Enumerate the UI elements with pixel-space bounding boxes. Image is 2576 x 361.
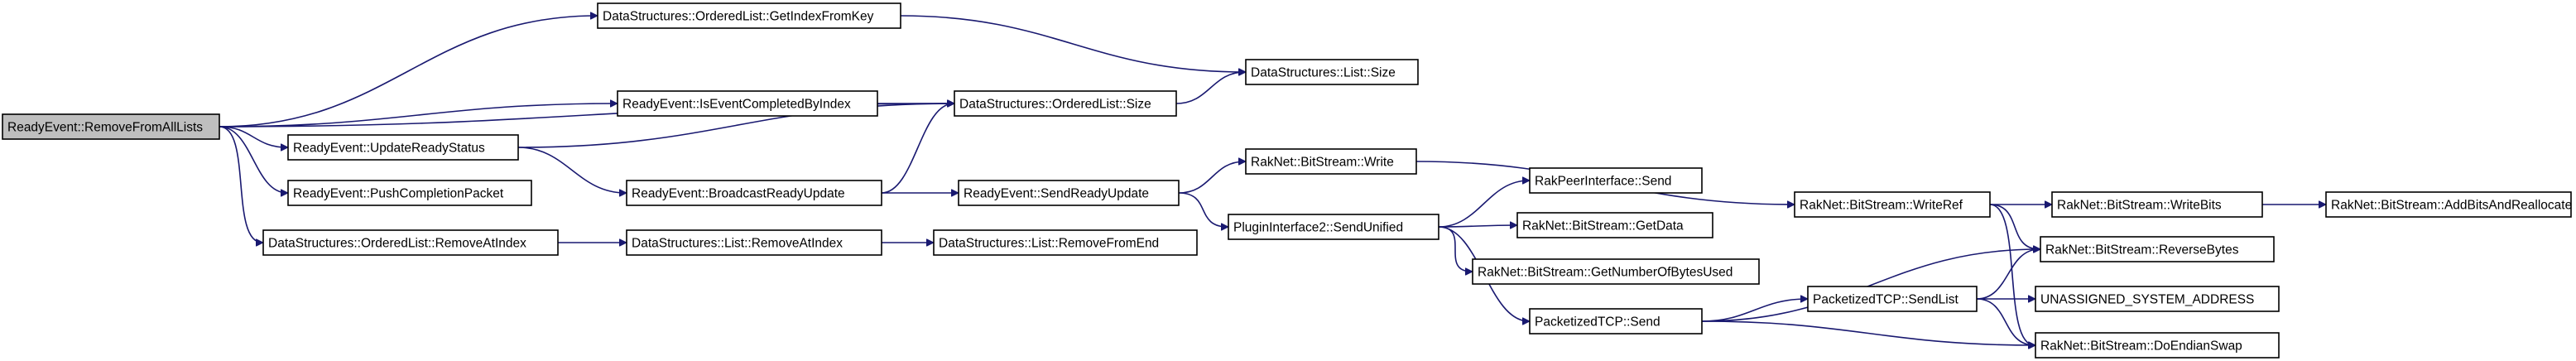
edge-root-to-getIndexFromKey: [219, 16, 597, 128]
node-box: [262, 229, 559, 256]
edge-broadcastReady-to-orderedSize: [881, 103, 954, 194]
node-box: [2035, 332, 2280, 359]
node-raknet-bitstream-writeref[interactable]: RakNet::BitStream::WriteRef: [1794, 191, 1991, 218]
node-packetizedtcp-sendlist[interactable]: PacketizedTCP::SendList: [1807, 286, 1978, 312]
node-unassigned-system-address[interactable]: UNASSIGNED_SYSTEM_ADDRESS: [2035, 286, 2280, 312]
node-label: ReadyEvent::BroadcastReadyUpdate: [632, 187, 845, 201]
node-raknet-bitstream-reversebytes[interactable]: RakNet::BitStream::ReverseBytes: [2040, 236, 2275, 262]
node-datastructures-list-removefromend[interactable]: DataStructures::List::RemoveFromEnd: [933, 229, 1198, 256]
node-box: [1794, 191, 1991, 218]
edge-updateReady-to-orderedSize: [517, 103, 954, 148]
node-raknet-bitstream-write[interactable]: RakNet::BitStream::Write: [1245, 148, 1417, 175]
node-readyevent-sendreadyupdate[interactable]: ReadyEvent::SendReadyUpdate: [958, 180, 1180, 206]
node-label: DataStructures::OrderedList::GetIndexFro…: [603, 10, 874, 24]
edge-ptcpSend-to-reverseBytes: [1701, 249, 2040, 322]
node-box: [1807, 286, 1978, 312]
node-raknet-bitstream-getdata[interactable]: RakNet::BitStream::GetData: [1516, 212, 1713, 238]
node-datastructures-orderedlist-size[interactable]: DataStructures::OrderedList::Size: [954, 90, 1177, 117]
node-box: [2, 113, 220, 140]
node-label: DataStructures::List::RemoveAtIndex: [632, 237, 843, 251]
node-label: RakNet::BitStream::AddBitsAndReallocate: [2331, 199, 2572, 213]
node-box: [287, 180, 532, 206]
node-label: PacketizedTCP::SendList: [1813, 293, 1958, 307]
edge-root-to-updateReady: [219, 126, 287, 147]
node-raknet-bitstream-getnumberofbytesused[interactable]: RakNet::BitStream::GetNumberOfBytesUsed: [1472, 258, 1760, 285]
node-readyevent-iseventcompletedbyindex[interactable]: ReadyEvent::IsEventCompletedByIndex: [617, 90, 878, 117]
node-label: RakNet::BitStream::DoEndianSwap: [2040, 339, 2242, 354]
node-datastructures-list-removeatindex[interactable]: DataStructures::List::RemoveAtIndex: [626, 229, 882, 256]
node-label: PacketizedTCP::Send: [1535, 315, 1660, 330]
edge-sendUnified-to-getData: [1438, 225, 1516, 227]
edge-ptcpSend-to-doEndian: [1701, 320, 2035, 345]
node-box: [597, 2, 901, 29]
edge-root-to-removeAtIndexOL: [219, 126, 262, 243]
node-raknet-bitstream-writebits[interactable]: RakNet::BitStream::WriteBits: [2051, 191, 2263, 218]
node-box: [287, 134, 519, 161]
node-plugininterface2-sendunified[interactable]: PluginInterface2::SendUnified: [1228, 214, 1439, 240]
node-box: [933, 229, 1198, 256]
node-datastructures-orderedlist-getindexfromkey[interactable]: DataStructures::OrderedList::GetIndexFro…: [597, 2, 901, 29]
node-label: ReadyEvent::PushCompletionPacket: [293, 187, 504, 201]
edge-writeRef-to-doEndian: [1989, 204, 2035, 345]
node-readyevent-broadcastreadyupdate[interactable]: ReadyEvent::BroadcastReadyUpdate: [626, 180, 882, 206]
edge-getIndexFromKey-to-listSize: [900, 15, 1245, 72]
node-box: [1245, 148, 1417, 175]
edge-orderedSize-to-listSize: [1175, 72, 1245, 104]
node-readyevent-updatereadystatus[interactable]: ReadyEvent::UpdateReadyStatus: [287, 134, 519, 161]
node-box: [2051, 191, 2263, 218]
node-datastructures-list-size[interactable]: DataStructures::List::Size: [1245, 59, 1419, 85]
edge-sendList-to-reverseBytes: [1976, 249, 2040, 300]
node-box: [2035, 286, 2280, 312]
edge-root-to-isEventCompleted: [219, 103, 617, 128]
node-box: [626, 180, 882, 206]
node-raknet-bitstream-addbitsandreallocate[interactable]: RakNet::BitStream::AddBitsAndReallocate: [2325, 191, 2572, 218]
node-box: [2040, 236, 2275, 262]
node-readyevent-pushcompletionpacket[interactable]: ReadyEvent::PushCompletionPacket: [287, 180, 532, 206]
edge-updateReady-to-broadcastReady: [517, 147, 626, 193]
node-label: RakNet::BitStream::ReverseBytes: [2045, 243, 2239, 258]
node-raknet-bitstream-doendianswap[interactable]: RakNet::BitStream::DoEndianSwap: [2035, 332, 2280, 359]
node-label: DataStructures::List::Size: [1251, 66, 1396, 80]
node-label: RakNet::BitStream::GetData: [1522, 219, 1684, 233]
node-box: [1529, 308, 1703, 335]
node-box: [1245, 59, 1419, 85]
node-rakpeerinterface-send[interactable]: RakPeerInterface::Send: [1529, 167, 1703, 194]
node-label: RakNet::BitStream::Write: [1251, 156, 1394, 170]
node-label: RakPeerInterface::Send: [1535, 175, 1671, 189]
node-label: RakNet::BitStream::GetNumberOfBytesUsed: [1478, 266, 1733, 280]
node-label: DataStructures::OrderedList::RemoveAtInd…: [268, 237, 526, 251]
edge-ptcpSend-to-sendList: [1701, 299, 1807, 322]
edge-writeRef-to-reverseBytes: [1989, 204, 2040, 249]
node-box: [617, 90, 878, 117]
node-box: [958, 180, 1180, 206]
edge-sendReady-to-bsWrite: [1178, 161, 1245, 194]
node-packetizedtcp-send[interactable]: PacketizedTCP::Send: [1529, 308, 1703, 335]
node-label: DataStructures::OrderedList::Size: [959, 98, 1151, 112]
edge-sendUnified-to-rpiSend: [1438, 180, 1529, 228]
node-box: [2325, 191, 2572, 218]
node-box: [626, 229, 882, 256]
edge-layer: [219, 16, 2325, 345]
node-label: UNASSIGNED_SYSTEM_ADDRESS: [2040, 293, 2254, 307]
node-label: ReadyEvent::UpdateReadyStatus: [293, 142, 485, 156]
node-label: RakNet::BitStream::WriteRef: [1800, 199, 1963, 213]
node-box: [1516, 212, 1713, 238]
edge-sendReady-to-sendUnified: [1178, 192, 1228, 227]
node-box: [1529, 167, 1703, 194]
node-box: [954, 90, 1177, 117]
node-readyevent-removefromalllists[interactable]: ReadyEvent::RemoveFromAllLists: [2, 113, 220, 140]
node-label: RakNet::BitStream::WriteBits: [2057, 199, 2222, 213]
node-box: [1472, 258, 1760, 285]
node-label: DataStructures::List::RemoveFromEnd: [939, 237, 1159, 251]
node-datastructures-orderedlist-removeatindex[interactable]: DataStructures::OrderedList::RemoveAtInd…: [262, 229, 559, 256]
node-label: PluginInterface2::SendUnified: [1233, 221, 1403, 235]
node-box: [1228, 214, 1439, 240]
edge-root-to-pushCompletion: [219, 126, 287, 193]
node-label: ReadyEvent::RemoveFromAllLists: [7, 121, 203, 135]
edge-sendList-to-doEndian: [1976, 298, 2035, 345]
node-label: ReadyEvent::IsEventCompletedByIndex: [622, 98, 851, 112]
node-label: ReadyEvent::SendReadyUpdate: [964, 187, 1149, 201]
